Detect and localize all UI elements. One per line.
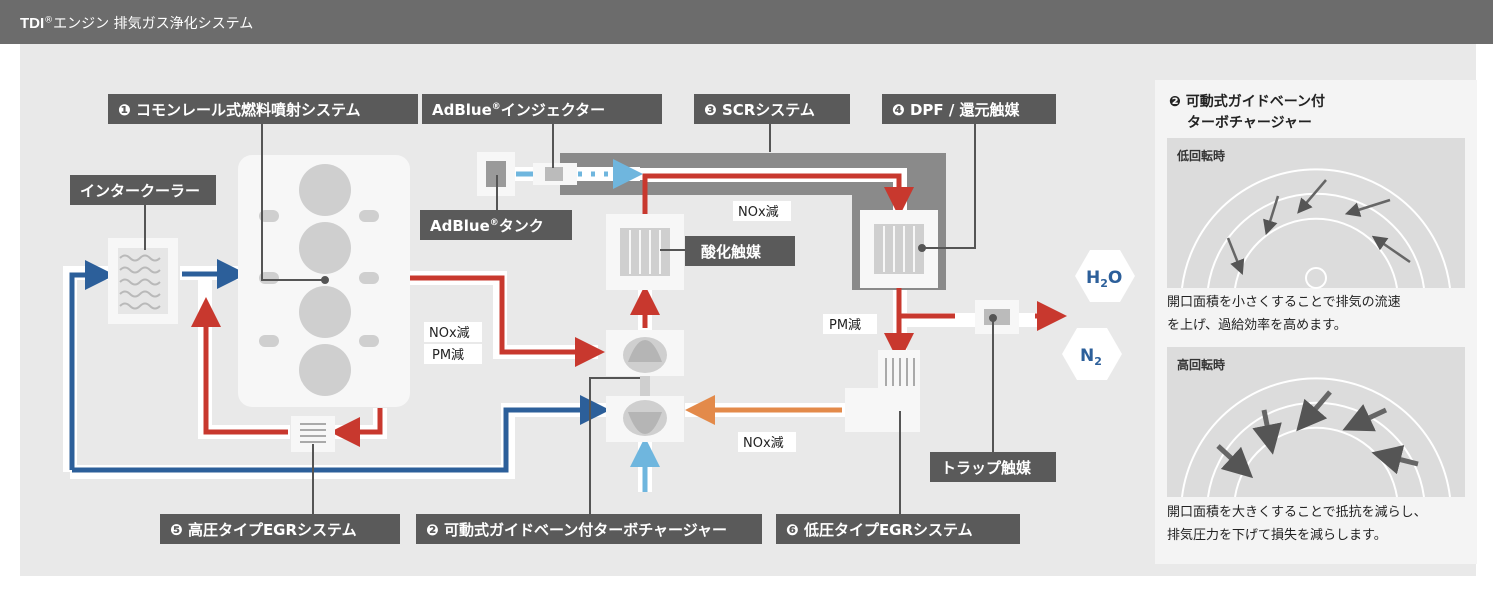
label-oxidation-catalyst: 酸化触媒 xyxy=(685,236,795,266)
label-trap-catalyst: トラップ触媒 xyxy=(930,452,1056,482)
turbocharger-unit xyxy=(606,330,684,442)
svg-text:NOx減: NOx減 xyxy=(429,325,470,341)
label-intercooler: インタークーラー xyxy=(70,175,216,205)
svg-text:を上げ、過給効率を高めます。: を上げ、過給効率を高めます。 xyxy=(1167,317,1347,333)
svg-text:N2: N2 xyxy=(1080,346,1102,368)
trap-catalyst-unit xyxy=(845,350,920,432)
annotation-pm-engine: PM減 xyxy=(424,344,482,364)
svg-text:❶ コモンレール式燃料噴射システム: ❶ コモンレール式燃料噴射システム xyxy=(118,101,361,119)
title-bar: TDI®エンジン 排気ガス浄化システム xyxy=(0,0,1493,44)
label-adblue-tank: AdBlue®タンク xyxy=(420,210,572,240)
adblue-injector-icon xyxy=(533,163,577,185)
svg-text:インタークーラー: インタークーラー xyxy=(80,182,200,200)
label-lp-egr: ❻ 低圧タイプEGRシステム xyxy=(776,514,1020,544)
scr-shade-region xyxy=(560,153,946,290)
svg-text:開口面積を小さくすることで排気の流速: 開口面積を小さくすることで排気の流速 xyxy=(1167,294,1401,310)
label-hp-egr: ❺ 高圧タイプEGRシステム xyxy=(160,514,400,544)
svg-text:PM減: PM減 xyxy=(432,347,464,363)
intercooler-unit xyxy=(108,238,178,324)
label-adblue-injector: AdBlue®インジェクター xyxy=(422,94,662,124)
svg-text:❺ 高圧タイプEGRシステム: ❺ 高圧タイプEGRシステム xyxy=(170,521,357,539)
svg-text:❸ SCRシステム: ❸ SCRシステム xyxy=(704,101,815,119)
label-dpf: ❹ DPF / 還元触媒 xyxy=(882,94,1056,124)
svg-text:高回転時: 高回転時 xyxy=(1177,357,1225,372)
svg-text:AdBlue®タンク: AdBlue®タンク xyxy=(430,217,544,235)
annotation-nox-scr: NOx減 xyxy=(733,201,791,221)
exhaust-outlet-unit xyxy=(975,300,1019,334)
svg-text:NOx減: NOx減 xyxy=(738,204,779,220)
label-common-rail: ❶ コモンレール式燃料噴射システム xyxy=(108,94,418,124)
label-vgt: ❷ 可動式ガイドベーン付ターボチャージャー xyxy=(416,514,762,544)
svg-text:酸化触媒: 酸化触媒 xyxy=(701,243,762,261)
svg-text:低回転時: 低回転時 xyxy=(1176,148,1225,163)
svg-text:NOx減: NOx減 xyxy=(743,435,784,451)
svg-text:❻ 低圧タイプEGRシステム: ❻ 低圧タイプEGRシステム xyxy=(786,521,973,539)
svg-text:AdBlue®インジェクター: AdBlue®インジェクター xyxy=(432,101,605,119)
oxidation-catalyst-unit xyxy=(606,214,684,290)
annotation-nox-lp-egr: NOx減 xyxy=(738,432,796,452)
label-scr-system: ❸ SCRシステム xyxy=(694,94,850,124)
svg-text:ターボチャージャー: ターボチャージャー xyxy=(1187,115,1312,131)
svg-text:開口面積を大きくすることで抵抗を減らし、: 開口面積を大きくすることで抵抗を減らし、 xyxy=(1167,504,1427,520)
h2o-hexagon: H2O xyxy=(1075,250,1135,302)
svg-text:排気圧力を下げて損失を減らします。: 排気圧力を下げて損失を減らします。 xyxy=(1167,527,1387,543)
annotation-nox-engine: NOx減 xyxy=(424,322,482,342)
n2-hexagon: N2 xyxy=(1062,328,1122,380)
svg-text:トラップ触媒: トラップ触媒 xyxy=(941,459,1032,477)
svg-text:H2O: H2O xyxy=(1086,268,1122,290)
svg-text:❹ DPF / 還元触媒: ❹ DPF / 還元触媒 xyxy=(892,101,1021,119)
vgt-info-panel: ❷ 可動式ガイドベーン付 ターボチャージャー 低回転時 開口面積を小さくすること… xyxy=(1155,80,1477,564)
svg-text:PM減: PM減 xyxy=(829,317,861,333)
svg-text:❷ 可動式ガイドベーン付ターボチャージャー: ❷ 可動式ガイドベーン付ターボチャージャー xyxy=(426,521,727,539)
svg-text:❷ 可動式ガイドベーン付: ❷ 可動式ガイドベーン付 xyxy=(1169,93,1325,110)
engine-block xyxy=(238,155,410,407)
annotation-pm-dpf: PM減 xyxy=(823,314,877,334)
page-title: TDI®エンジン 排気ガス浄化システム xyxy=(20,15,254,32)
